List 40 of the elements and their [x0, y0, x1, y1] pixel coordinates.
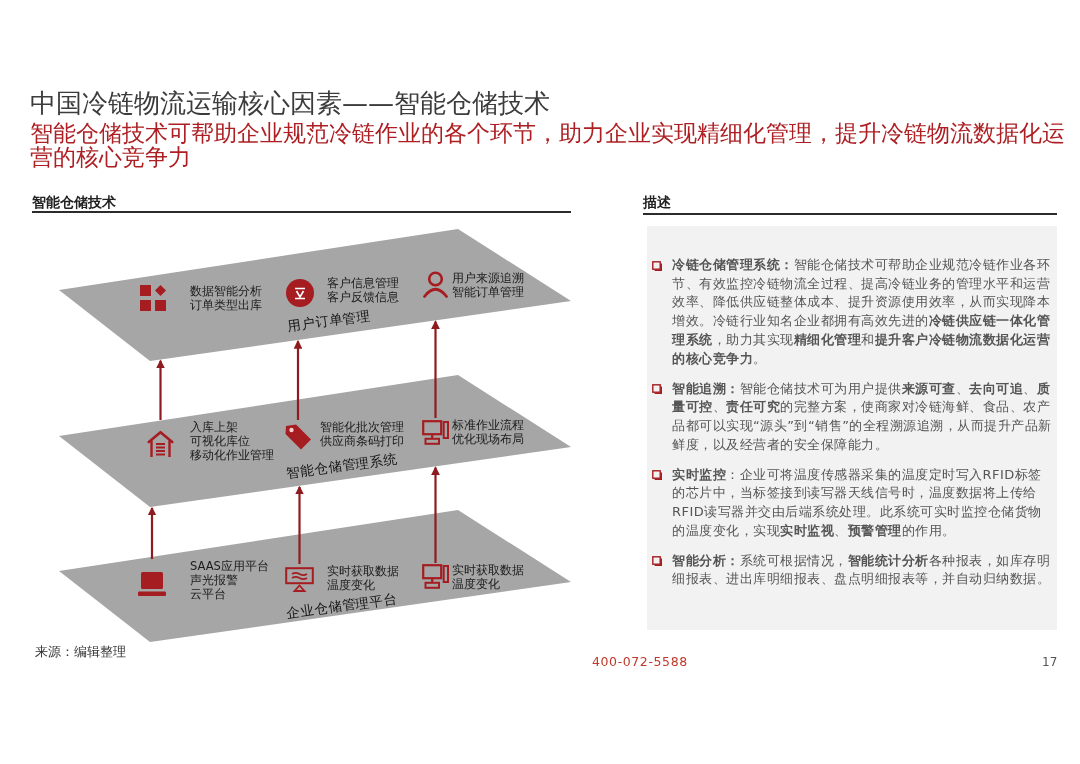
layer-title: 智能仓储管理系统	[285, 449, 399, 483]
arrow	[431, 320, 440, 418]
feature-label: 云平台	[190, 587, 227, 601]
feature-label: 客户反馈信息	[327, 290, 399, 304]
feature-label: 实时获取数据	[452, 563, 524, 577]
arrow	[295, 485, 304, 564]
arrow	[156, 359, 165, 420]
page-title: 中国冷链物流运输核心因素——智能仓储技术	[30, 88, 550, 118]
feature-label: 可视化库位	[190, 434, 251, 448]
description-paragraph: 智能分析：系统可根据情况，智能统计分析各种报表，如库存明细报表、进出库明细报表、盘点明细报表等，并自动归纳数据。	[672, 551, 1051, 589]
description-paragraph: 智能追溯：智能仓储技术可为用户提供来源可查、去向可追、质量可控、责任可究的完整方案，使商家对冷链海鲜、食品、农产品都可以实现“源头”到“销售”的全程溯源追溯，从而提升产品新鲜度，以及经营者的安全保障能力。	[672, 379, 1052, 454]
feature-label: 声光报警	[190, 573, 239, 587]
feature-label: 客户信息管理	[327, 276, 399, 290]
source-note: 来源：编辑整理	[35, 644, 126, 660]
section-heading: 智能仓储技术	[32, 193, 116, 211]
page-number: 17	[1042, 654, 1058, 670]
feature-label: 智能订单管理	[452, 285, 524, 299]
feature-label: 移动化作业管理	[190, 448, 274, 462]
arrow	[147, 506, 157, 559]
feature-label: SAAS应用平台	[190, 559, 269, 573]
subtitle: 智能仓储技术可帮助企业规范冷链作业的各个环节，助力企业实现精细化管理，提升冷链物流数据化运营的核心竞争力	[30, 121, 1066, 169]
feature-label: 温度变化	[327, 578, 376, 592]
feature-label: 温度变化	[452, 577, 501, 591]
feature-label: 优化现场布局	[452, 432, 524, 446]
phone-number: 400-072-5588	[592, 654, 688, 670]
feature-label: 订单类型出库	[190, 298, 262, 312]
feature-label: 标准作业流程	[452, 418, 524, 432]
feature-label: 用户来源追溯	[452, 271, 524, 285]
description-paragraph: 实时监控：企业可将温度传感器采集的温度定时写入RFID标签的芯片中，当标签接到读写器天线信号时，温度数据将上传给RFID读写器并交由后端系统处理。此系统可实时监控仓储货物的温度变化，实现实时监视、预警管理的作用。	[672, 465, 1043, 540]
feature-label: 实时获取数据	[327, 564, 399, 578]
arrow	[431, 466, 440, 563]
feature-label: 入库上架	[190, 420, 239, 434]
layer-title: 用户订单管理	[286, 306, 372, 336]
feature-label: 智能化批次管理	[320, 420, 404, 434]
feature-label: 数据智能分析	[190, 284, 262, 298]
description-paragraph: 冷链仓储管理系统：智能仓储技术可帮助企业规范冷链作业各环节、有效监控冷链物流全过程、提高冷链业务的管理水平和运营效率、降低供应链整体成本、提升资源使用效率，从而实现降本增效。冷链行业知名企业都拥有高效先进的冷链供应链一体化管理系统，助力其实现精细化管理和提升客户冷链物流数据化运营的核心竞争力。	[672, 256, 1051, 368]
description-panel	[647, 226, 1057, 630]
feature-label: 供应商条码打印	[320, 434, 404, 448]
arrow	[293, 339, 303, 420]
section-heading: 描述	[643, 193, 671, 211]
